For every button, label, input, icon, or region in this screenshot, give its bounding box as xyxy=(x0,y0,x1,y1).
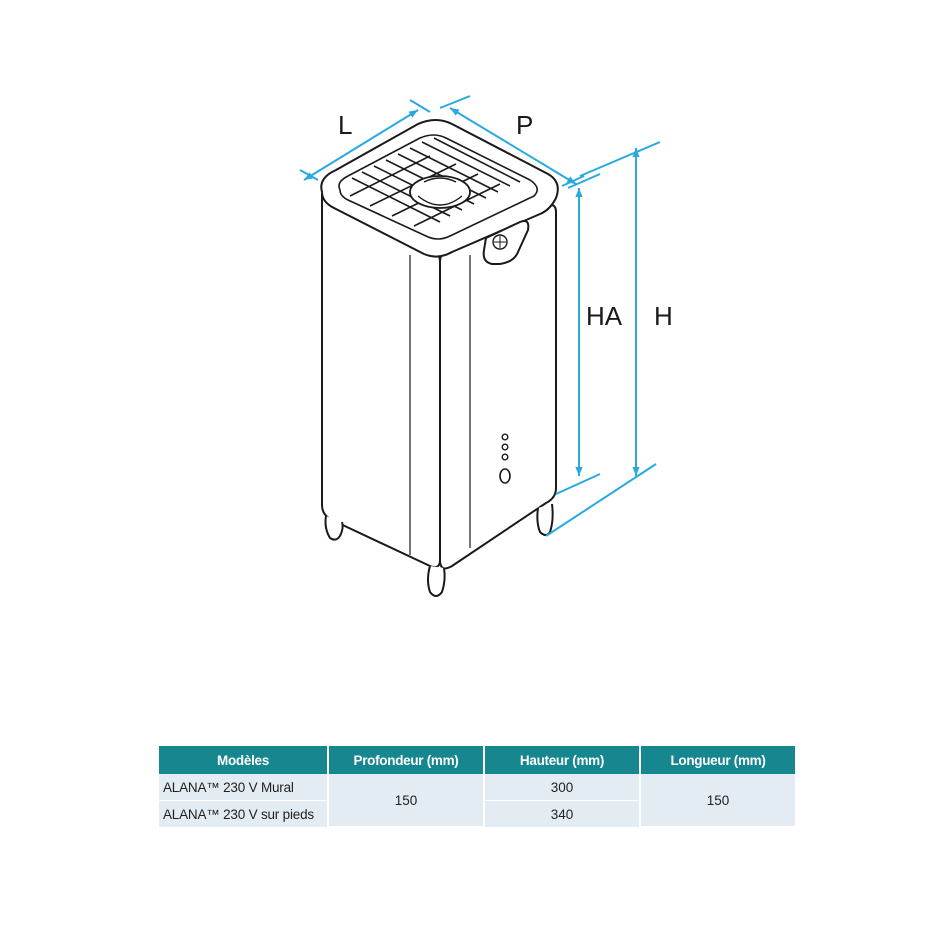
heater-leg-front xyxy=(427,565,446,597)
table-header-row: Modèles Profondeur (mm) Hauteur (mm) Lon… xyxy=(159,746,795,774)
dimension-label-ha: HA xyxy=(586,301,623,331)
sauna-heater xyxy=(320,119,559,597)
hauteur-value: 300 xyxy=(485,774,639,801)
dimension-label-l: L xyxy=(338,110,352,140)
dimension-label-p: P xyxy=(516,110,533,140)
heater-leg-left xyxy=(324,515,344,541)
header-profondeur: Profondeur (mm) xyxy=(329,746,483,774)
header-modeles: Modèles xyxy=(159,746,327,774)
table-row: ALANA™ 230 V sur pieds 340 xyxy=(159,801,795,827)
power-button-icon xyxy=(499,468,511,484)
heater-leg-right xyxy=(536,503,554,536)
header-hauteur: Hauteur (mm) xyxy=(485,746,639,774)
table-row: ALANA™ 230 V Mural 150 300 150 xyxy=(159,774,795,827)
hauteur-value: 340 xyxy=(485,801,639,827)
header-longueur: Longueur (mm) xyxy=(641,746,795,774)
fan-icon xyxy=(492,234,508,250)
heater-center-hub xyxy=(409,175,471,209)
model-name: ALANA™ 230 V Mural xyxy=(159,774,327,801)
indicator-led-3 xyxy=(501,453,509,461)
longueur-value: 150 xyxy=(641,774,795,827)
model-name: ALANA™ 230 V sur pieds xyxy=(159,801,327,827)
profondeur-value: 150 xyxy=(329,774,483,827)
indicator-led-1 xyxy=(501,433,509,441)
dimension-lines xyxy=(299,95,661,537)
dimension-line-p xyxy=(449,107,577,185)
dimensions-table: Modèles Profondeur (mm) Hauteur (mm) Lon… xyxy=(157,746,797,827)
heater-dimension-drawing: L P HA H xyxy=(299,95,673,597)
dimension-line-l xyxy=(303,109,419,181)
indicator-led-2 xyxy=(501,443,509,451)
dimension-label-h: H xyxy=(654,301,673,331)
